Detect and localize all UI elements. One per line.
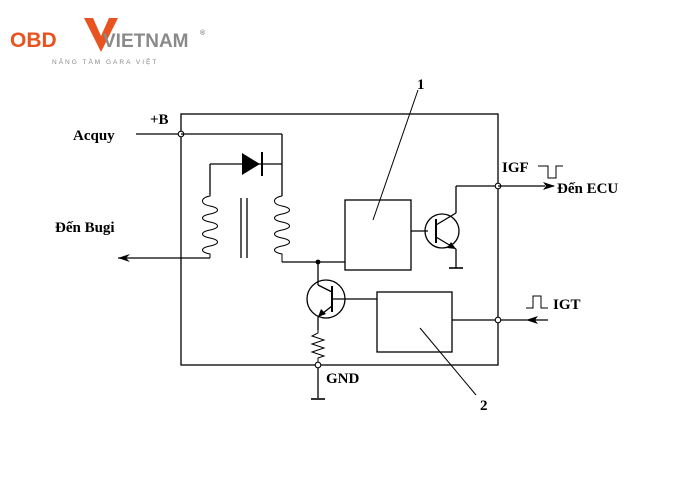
pulse-icon xyxy=(538,165,563,179)
npn-transistor-icon xyxy=(306,279,377,330)
ignition-coil-icon xyxy=(202,164,290,262)
battery-supply-wiring xyxy=(136,130,283,195)
callout-number-1: 1 xyxy=(417,77,425,93)
resistor-icon xyxy=(310,330,326,365)
pulse-icon xyxy=(526,295,548,309)
logo-brand-right: VIETNAM xyxy=(103,31,189,52)
npn-transistor-icon xyxy=(411,186,460,268)
diode-icon xyxy=(242,152,263,176)
label-battery: Acquy xyxy=(73,128,115,144)
logo-brand-left: OBD xyxy=(10,29,57,52)
logo-v-mark-icon xyxy=(84,18,118,52)
callout-number-2: 2 xyxy=(480,398,488,414)
ground-wiring xyxy=(314,361,322,398)
igniter-housing xyxy=(180,113,499,366)
label-to-spark-plug: Đến Bugi xyxy=(55,220,115,236)
callout-leader-1 xyxy=(372,89,419,221)
arrow-icon xyxy=(526,316,538,324)
label-to-ecu: Đến ECU xyxy=(557,181,618,197)
label-plus-b: +B xyxy=(150,112,169,128)
igt-input-wiring xyxy=(452,316,548,324)
spark-plug-output xyxy=(118,254,210,262)
logo-registered-mark: ® xyxy=(200,29,206,37)
brand-logo: OBD VIETNAM ® NÂNG TẦM GARA VIỆT xyxy=(10,18,206,66)
callout-leader-2 xyxy=(419,327,477,396)
label-igf: IGF xyxy=(502,160,529,176)
control-circuit-block-2 xyxy=(376,291,453,353)
label-igt: IGT xyxy=(553,297,581,313)
primary-switch-wiring xyxy=(282,259,345,285)
label-gnd: GND xyxy=(326,371,360,387)
logo-tagline: NÂNG TẦM GARA VIỆT xyxy=(52,56,158,66)
igf-output-wiring xyxy=(456,182,555,190)
detection-circuit-block-1 xyxy=(344,199,412,271)
arrow-icon xyxy=(118,254,130,262)
